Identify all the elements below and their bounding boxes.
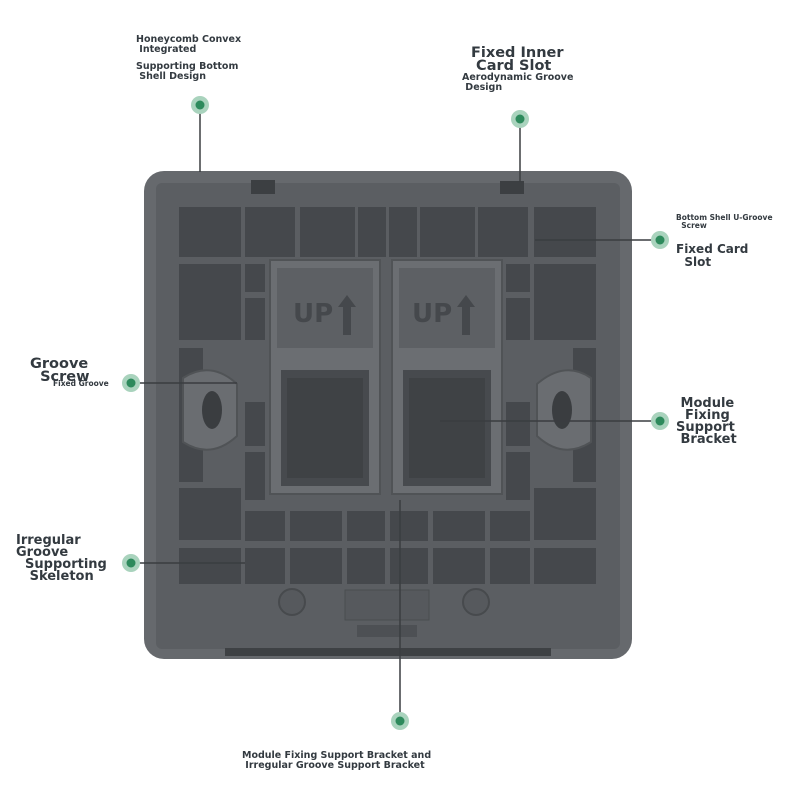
grid-cell [490, 548, 530, 584]
grid-cell [179, 548, 241, 584]
bottom-tab [357, 625, 417, 637]
grid-cell [347, 511, 385, 541]
up-arrow-left [338, 295, 356, 335]
label-module-fixing: Module Fixing Support Bracket [676, 396, 737, 447]
label-groove-screw: Groove Screw [30, 356, 90, 385]
callout-dot [651, 412, 669, 430]
grid-cell [506, 264, 530, 292]
grid-cell [245, 548, 285, 584]
label-fixed-groove: Fixed Groove [53, 379, 109, 388]
callout-dot [511, 110, 529, 128]
grid-cell [534, 488, 596, 540]
grid-cell [478, 207, 528, 257]
grid-cell [290, 511, 342, 541]
grid-cell [300, 207, 355, 257]
module-bracket-right [391, 259, 503, 495]
bottom-screw-left [278, 588, 306, 616]
grid-cell [390, 548, 428, 584]
label-aerodynamic: Aerodynamic Groove Design [462, 72, 574, 93]
grid-cell [179, 264, 241, 340]
plate-bottom-lip [225, 648, 551, 656]
grid-cell [290, 548, 342, 584]
grid-cell [245, 207, 295, 257]
label-supporting-bottom: Supporting Bottom Shell Design [136, 61, 239, 82]
grid-cell [433, 511, 485, 541]
grid-cell [506, 452, 530, 500]
grid-cell [390, 511, 428, 541]
module-bracket-left [269, 259, 381, 495]
grid-cell [490, 511, 530, 541]
groove-screw-left [182, 369, 238, 451]
grid-cell [389, 207, 417, 257]
grid-cell [347, 548, 385, 584]
callout-dot [122, 554, 140, 572]
label-fixed-inner: Fixed Inner Card Slot [471, 45, 564, 74]
callout-dot [122, 374, 140, 392]
up-marking-left: UP [293, 299, 333, 329]
grid-cell [245, 452, 265, 500]
grid-cell [358, 207, 386, 257]
grid-cell [245, 402, 265, 446]
grid-cell [506, 298, 530, 340]
callout-dot [191, 96, 209, 114]
grid-cell [534, 207, 596, 257]
top-notch-left [251, 180, 275, 194]
label-bottom-shell: Bottom Shell U-Groove Screw [676, 213, 773, 230]
grid-cell [506, 402, 530, 446]
label-bottom-caption: Module Fixing Support Bracket and Irregu… [242, 750, 432, 771]
grid-cell [245, 511, 285, 541]
grid-cell [534, 548, 596, 584]
label-fixed-card: Fixed Card Slot [676, 242, 749, 269]
grid-cell [179, 488, 241, 540]
callout-dot [391, 712, 409, 730]
grid-cell [245, 264, 265, 292]
label-irregular: Irregular Groove Supporting Skeleton [16, 533, 107, 584]
bottom-screw-right [462, 588, 490, 616]
grid-cell [179, 207, 241, 257]
callout-dot [651, 231, 669, 249]
groove-screw-right [536, 369, 592, 451]
top-notch-right [500, 181, 524, 194]
grid-cell [245, 298, 265, 340]
grid-cell [534, 264, 596, 340]
label-honeycomb: Honeycomb Convex Integrated [136, 34, 242, 55]
up-marking-right: UP [412, 299, 452, 329]
up-arrow-right [457, 295, 475, 335]
grid-cell [420, 207, 475, 257]
grid-cell [433, 548, 485, 584]
bottom-center-slot [344, 589, 430, 621]
